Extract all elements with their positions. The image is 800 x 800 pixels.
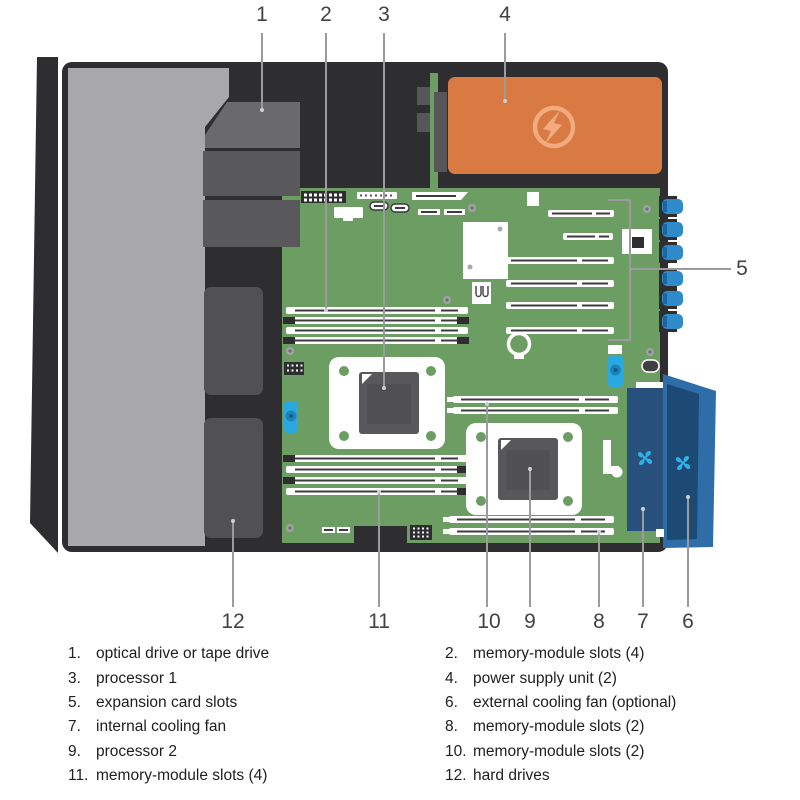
legend-num: 10. [445, 742, 467, 760]
callout-12: 12 [221, 610, 245, 633]
legend-label: power supply unit (2) [473, 669, 617, 687]
callout-4: 4 [499, 3, 511, 26]
internal-port [641, 359, 660, 373]
hard-drives [204, 287, 263, 538]
legend-item-2: 2. memory-module slots (4) [445, 642, 795, 666]
heatsink-plate [463, 222, 508, 279]
optical-drive-bay-3 [203, 200, 300, 247]
chassis-door [30, 57, 58, 553]
legend-label: expansion card slots [96, 693, 238, 711]
legend-num: 2. [445, 645, 458, 663]
legend-item-5: 5. expansion card slots [68, 691, 408, 715]
leader-lines [232, 33, 731, 607]
memory-slots-group-2 [283, 307, 469, 344]
legend-num: 8. [445, 718, 458, 736]
legend-label: memory-module slots (4) [473, 645, 645, 663]
memory-slots-group-8 [443, 516, 614, 535]
board-bottom-connectors [322, 525, 432, 543]
board-center-parts [463, 222, 532, 359]
legend-label: external cooling fan (optional) [473, 693, 677, 711]
legend-num: 3. [68, 669, 81, 687]
legend-label: processor 1 [96, 669, 177, 687]
leader-tips [231, 99, 690, 534]
callout-7: 7 [637, 610, 649, 633]
lightning-bolt-icon [543, 110, 562, 144]
legend-item-9: 9. processor 2 [68, 740, 408, 764]
callout-1: 1 [256, 3, 268, 26]
optical-drive-bays [203, 102, 300, 247]
callout-6: 6 [682, 610, 694, 633]
coin-battery [506, 331, 532, 357]
legend-label: internal cooling fan [96, 718, 227, 736]
power-circle-icon [532, 105, 576, 149]
legend-label: memory-module slots (4) [96, 767, 268, 785]
legend-item-8: 8. memory-module slots (2) [445, 715, 795, 739]
legend-item-12: 12. hard drives [445, 764, 795, 788]
hard-drive-1 [204, 287, 263, 395]
legend-label: memory-module slots (2) [473, 718, 645, 736]
legend-num: 5. [68, 693, 81, 711]
psu-side-connectors [417, 87, 447, 172]
callout-8: 8 [593, 610, 605, 633]
callout-10: 10 [477, 610, 501, 633]
processor-1-socket [329, 357, 445, 449]
callout-5: 5 [736, 257, 748, 280]
legend-num: 12. [445, 767, 467, 785]
hard-drive-2 [204, 418, 263, 538]
legend-item-4: 4. power supply unit (2) [445, 666, 795, 690]
callout-3: 3 [378, 3, 390, 26]
memory-slots-group-10 [447, 396, 618, 414]
power-supply-unit [448, 77, 662, 174]
legend-label: processor 2 [96, 742, 177, 760]
memory-slots-group-11 [283, 455, 469, 495]
callout-9: 9 [524, 610, 536, 633]
legend-num: 9. [68, 742, 81, 760]
legend-num: 6. [445, 693, 458, 711]
optical-drive-bay-1 [205, 102, 300, 148]
callout-2: 2 [320, 3, 332, 26]
legend-item-6: 6. external cooling fan (optional) [445, 691, 795, 715]
legend-column-right: 2. memory-module slots (4) 4. power supply… [445, 642, 795, 788]
expansion-card-slots [506, 210, 652, 334]
board-top-connectors [301, 191, 539, 221]
legend-item-1: 1. optical drive or tape drive [68, 642, 408, 666]
legend-label: hard drives [473, 767, 550, 785]
legend-num: 4. [445, 669, 458, 687]
board-latches [284, 345, 660, 433]
legend-item-11: 11. memory-module slots (4) [68, 764, 408, 788]
legend-column-left: 1. optical drive or tape drive 3. processo… [68, 642, 408, 788]
drive-cage [68, 68, 229, 546]
legend-item-10: 10. memory-module slots (2) [445, 740, 795, 764]
optical-drive-bay-2 [203, 151, 300, 196]
legend-num: 1. [68, 645, 81, 663]
legend-num: 11. [68, 767, 89, 785]
cooling-fans [627, 374, 716, 548]
legend-num: 7. [68, 718, 81, 736]
server-interior-diagram [30, 33, 731, 607]
legend-label: memory-module slots (2) [473, 742, 645, 760]
legend-label: optical drive or tape drive [96, 645, 270, 663]
legend-item-3: 3. processor 1 [68, 666, 408, 690]
callout-11: 11 [368, 610, 390, 633]
legend-item-7: 7. internal cooling fan [68, 715, 408, 739]
